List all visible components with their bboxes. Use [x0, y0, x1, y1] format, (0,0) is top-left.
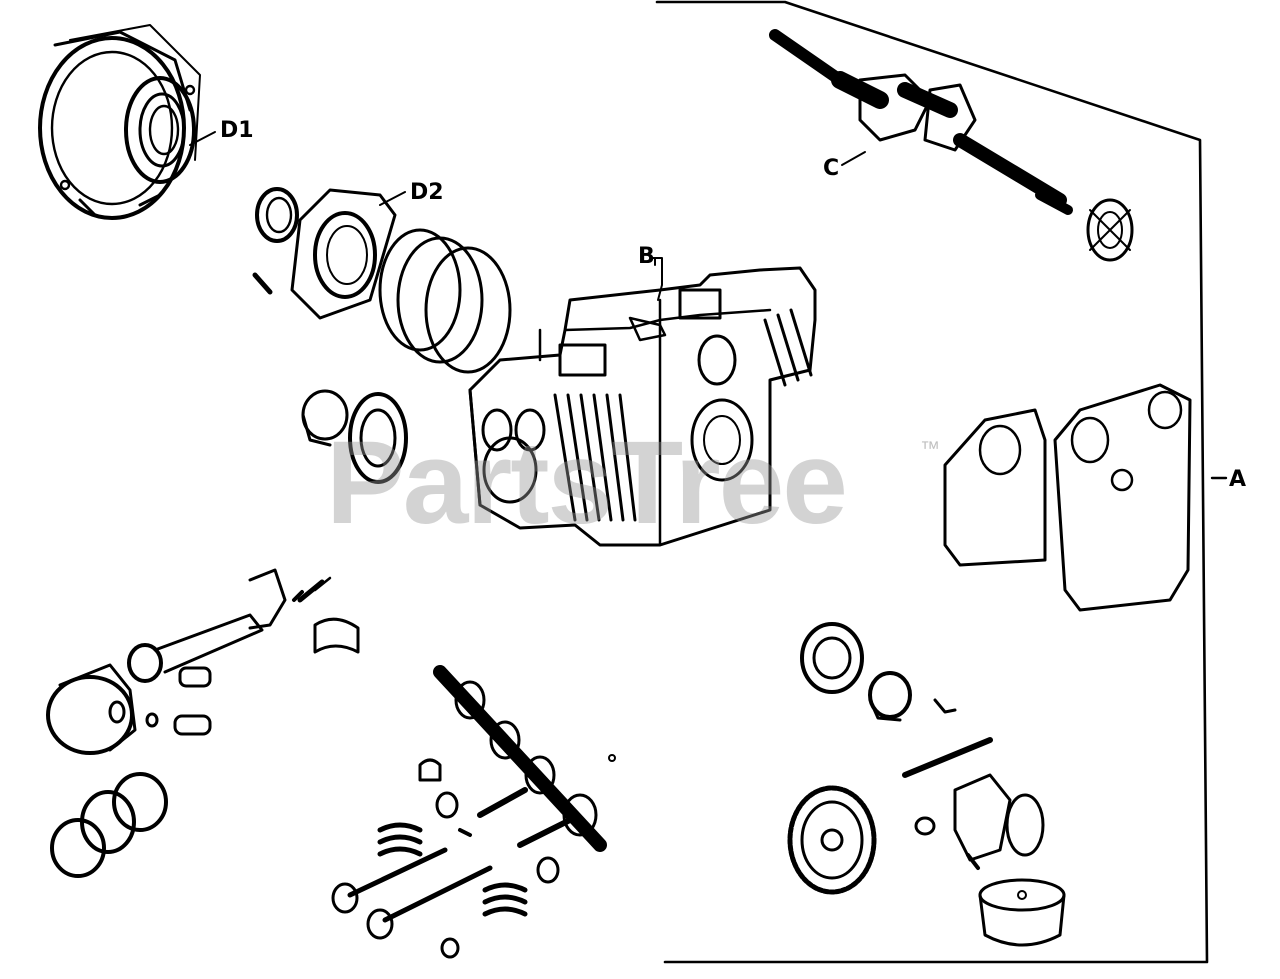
connecting-rod-icon: [127, 568, 360, 688]
b-cylinder-block-icon: [468, 257, 817, 547]
valve-icon: [331, 847, 493, 940]
c-crankshaft-icon: [769, 29, 1134, 262]
oil-filter-icon: [978, 878, 1066, 947]
d2-bearing-plate-icon: [252, 187, 512, 374]
bolt-icon: [292, 590, 304, 602]
callout-d2: D2: [410, 180, 444, 205]
gear-icon: [787, 785, 877, 895]
trademark-symbol: ™: [920, 438, 940, 460]
oil-pump-icon: [902, 737, 1045, 870]
d1-bearing-plate-icon: [38, 24, 216, 220]
callout-c: C: [823, 156, 840, 181]
main-bearing-icon: [301, 389, 408, 484]
camshaft-icon: [433, 665, 616, 852]
piston-icon: [46, 663, 212, 878]
group-a-bracket: [655, 0, 1228, 964]
bearing-icon: [800, 622, 957, 722]
callout-d1: D1: [220, 118, 254, 143]
callout-b: B: [638, 244, 655, 269]
callout-a: A: [1229, 467, 1247, 492]
valve-spring-icon: [377, 758, 573, 959]
gasket-icon: [943, 383, 1192, 612]
watermark: PartsTree: [326, 417, 848, 549]
